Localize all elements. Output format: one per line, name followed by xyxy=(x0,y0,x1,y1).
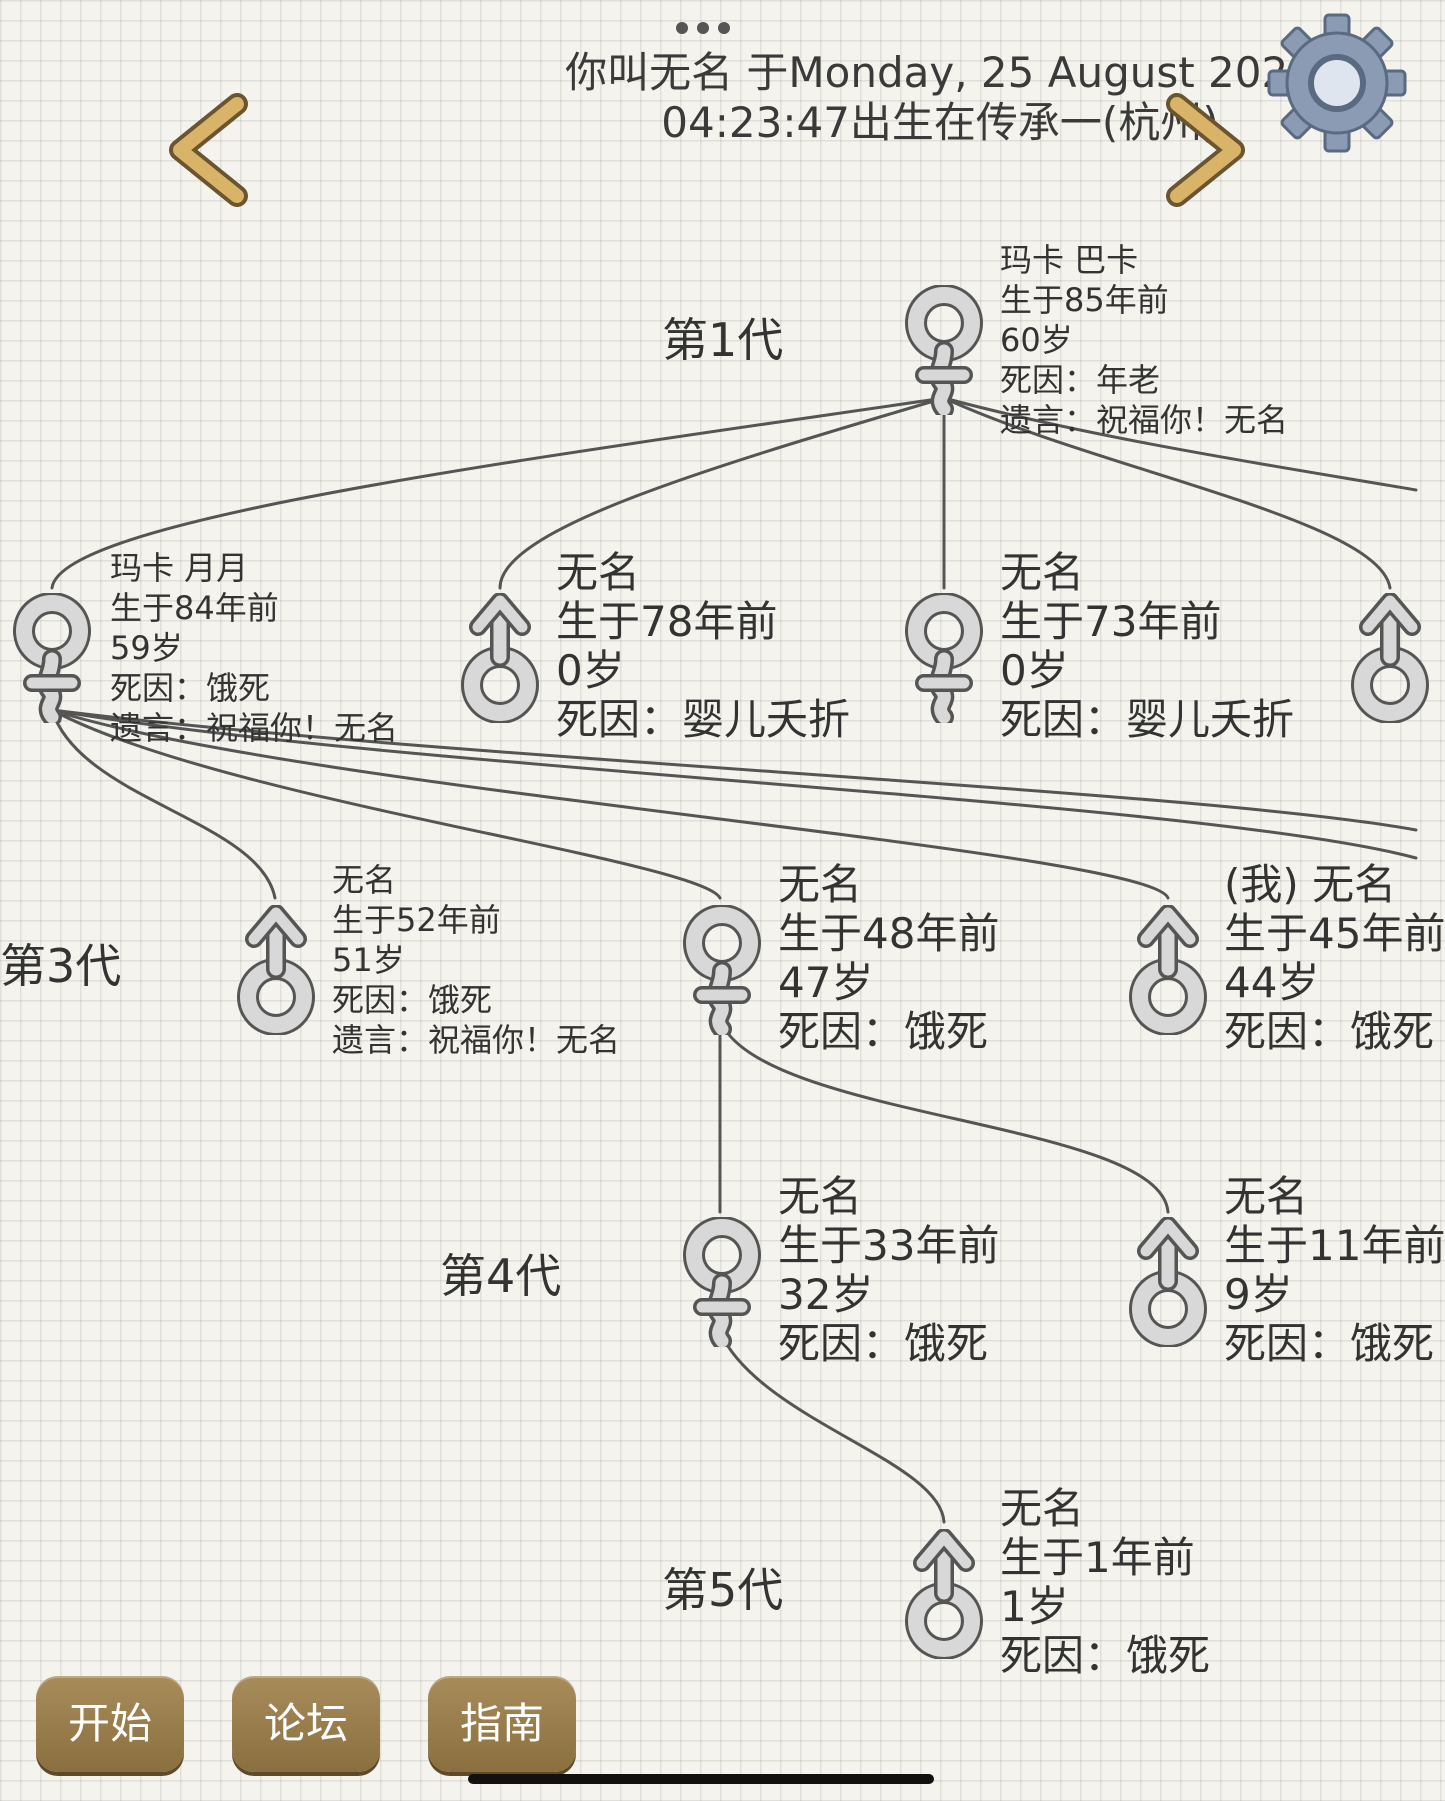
person-born: 生于84年前 xyxy=(110,589,279,627)
person-death-cause: 死因：年老 xyxy=(1000,361,1161,399)
person-death-cause: 死因：婴儿夭折 xyxy=(1000,695,1295,744)
female-icon xyxy=(904,578,984,738)
male-icon xyxy=(236,890,316,1050)
chevron-left-icon xyxy=(169,93,248,207)
generation-label-1: 第1代 xyxy=(662,313,784,367)
person-age: 0岁 xyxy=(556,646,625,695)
male-icon xyxy=(904,1514,984,1674)
person-age: 9岁 xyxy=(1224,1270,1293,1319)
person-name: 无名 xyxy=(332,861,397,899)
person-age: 0岁 xyxy=(1000,646,1069,695)
window-drag-handle[interactable] xyxy=(676,22,730,36)
person-death-cause: 死因：饿死 xyxy=(332,981,493,1019)
person-death-cause: 死因：饿死 xyxy=(1224,1007,1435,1056)
person-born: 生于48年前 xyxy=(778,909,1000,958)
person-death-cause: 死因：饿死 xyxy=(1224,1319,1435,1368)
female-icon xyxy=(682,890,762,1050)
back-button[interactable] xyxy=(162,93,262,207)
person-name: 无名 xyxy=(1000,1484,1085,1533)
person-age: 59岁 xyxy=(110,629,183,667)
person-name: 玛卡 巴卡 xyxy=(1000,241,1139,279)
person-born: 生于52年前 xyxy=(332,901,501,939)
generation-label-5: 第5代 xyxy=(662,1563,784,1617)
person-born: 生于45年前 xyxy=(1224,909,1445,958)
person-born: 生于33年前 xyxy=(778,1221,1000,1270)
person-born: 生于73年前 xyxy=(1000,597,1222,646)
guide-button[interactable]: 指南 xyxy=(428,1676,576,1772)
person-last-words: 遗言：祝福你！无名 xyxy=(332,1021,621,1059)
male-icon xyxy=(460,578,540,738)
generation-label-3: 第3代 xyxy=(0,939,122,993)
person-last-words: 遗言：祝福你！无名 xyxy=(110,709,399,747)
person-last-words: 遗言：祝福你！无名 xyxy=(1000,401,1289,439)
person-born: 生于11年前 xyxy=(1224,1221,1445,1270)
male-icon xyxy=(1350,578,1430,738)
female-icon xyxy=(12,578,92,738)
person-age: 47岁 xyxy=(778,958,874,1007)
person-age: 32岁 xyxy=(778,1270,874,1319)
person-name: 玛卡 月月 xyxy=(110,549,249,587)
person-name: 无名 xyxy=(1000,548,1085,597)
person-name: 无名 xyxy=(1224,1172,1309,1221)
male-icon xyxy=(1128,1202,1208,1362)
settings-button[interactable] xyxy=(1262,8,1412,158)
forward-button[interactable] xyxy=(1152,93,1252,207)
forum-button[interactable]: 论坛 xyxy=(232,1676,380,1772)
female-icon xyxy=(682,1202,762,1362)
person-born: 生于1年前 xyxy=(1000,1533,1195,1582)
person-age: 60岁 xyxy=(1000,321,1073,359)
person-born: 生于85年前 xyxy=(1000,281,1169,319)
family-tree-lines xyxy=(50,396,1418,1524)
person-name: 无名 xyxy=(778,860,863,909)
chevron-right-icon xyxy=(1166,93,1245,207)
person-name: (我) 无名 xyxy=(1224,860,1397,909)
gear-icon xyxy=(1267,13,1407,153)
person-age: 44岁 xyxy=(1224,958,1320,1007)
person-death-cause: 死因：饿死 xyxy=(1000,1631,1211,1680)
home-indicator[interactable] xyxy=(468,1774,934,1784)
start-button[interactable]: 开始 xyxy=(36,1676,184,1772)
person-death-cause: 死因：饿死 xyxy=(778,1007,989,1056)
female-icon xyxy=(904,270,984,430)
person-age: 1岁 xyxy=(1000,1582,1069,1631)
person-born: 生于78年前 xyxy=(556,597,778,646)
person-death-cause: 死因：饿死 xyxy=(778,1319,989,1368)
person-name: 无名 xyxy=(778,1172,863,1221)
person-death-cause: 死因：饿死 xyxy=(110,669,271,707)
male-icon xyxy=(1128,890,1208,1050)
person-name: 无名 xyxy=(556,548,641,597)
person-death-cause: 死因：婴儿夭折 xyxy=(556,695,851,744)
generation-label-4: 第4代 xyxy=(440,1249,562,1303)
birth-info-title: 你叫无名 于Monday, 25 August 2025 04:23:47出生在… xyxy=(565,48,1315,147)
person-age: 51岁 xyxy=(332,941,405,979)
